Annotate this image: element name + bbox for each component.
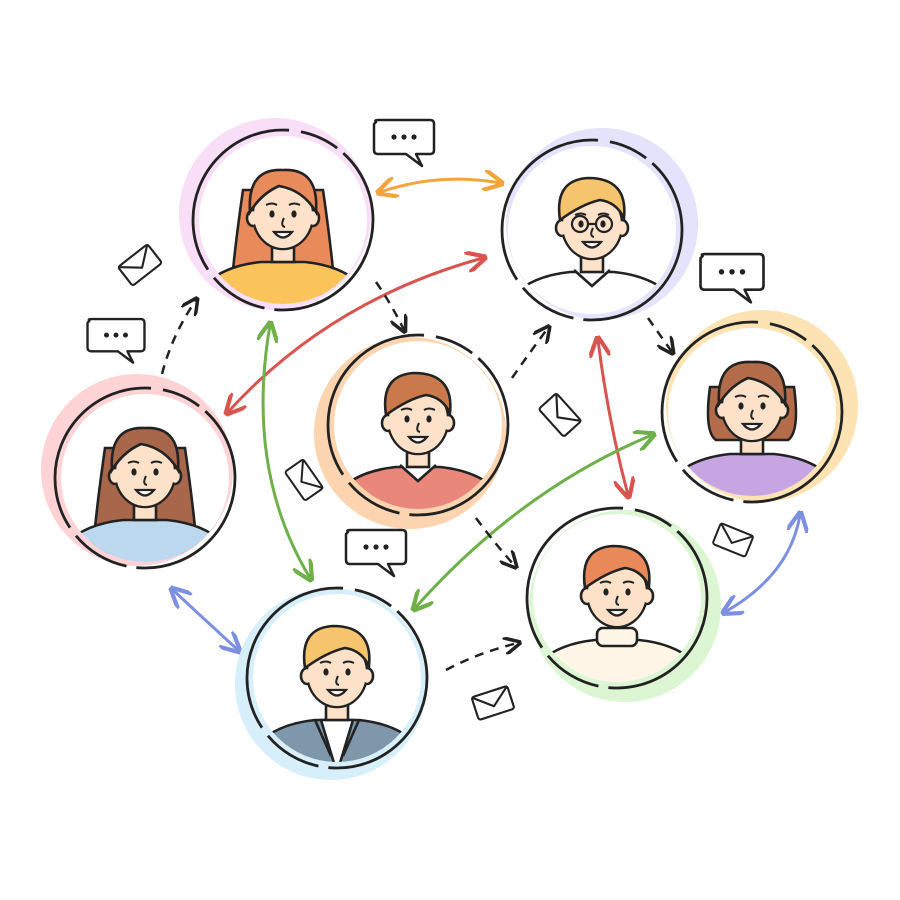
avatar-ring [191, 128, 375, 312]
arrow-dashed-1 [160, 300, 196, 375]
arrow-blue-left [173, 590, 238, 650]
arrow-green-left [263, 325, 310, 578]
envelope-icon [711, 522, 755, 558]
arrow-dashed-5 [474, 517, 515, 566]
avatar-man-turtleneck [525, 506, 721, 702]
envelope-icon [537, 392, 583, 438]
hair [582, 544, 651, 591]
avatar-ring [660, 320, 844, 504]
connection-arrows [160, 179, 800, 672]
envelope-icon [470, 684, 516, 722]
avatar-ring [326, 333, 510, 517]
avatar-woman-bob [660, 310, 858, 504]
envelope-icon [283, 458, 325, 502]
arrow-green-right [415, 435, 652, 608]
chat-bubble-icon [699, 252, 765, 304]
chat-bubble-icon [86, 317, 146, 364]
arrow-dashed-3 [510, 328, 548, 379]
hair [110, 426, 180, 475]
avatar-ring [53, 386, 237, 570]
avatar-man-suit [235, 586, 429, 780]
avatar-woman-brown-hair [41, 374, 237, 570]
arrow-blue-right [725, 515, 800, 612]
arrow-dashed-4 [646, 317, 672, 352]
chat-bubble-icon [372, 118, 436, 168]
avatar-woman-red-hair [179, 118, 375, 312]
arrow-dashed-6 [445, 643, 518, 672]
avatar-group [41, 118, 858, 780]
hair [717, 360, 787, 409]
arrow-orange [380, 179, 500, 192]
chat-bubble-icon [344, 528, 408, 578]
hair [302, 624, 371, 671]
avatar-ring [245, 586, 429, 770]
avatar-man-center [314, 333, 510, 529]
avatar-ring [525, 506, 709, 690]
hair [383, 371, 452, 418]
arrow-red-right [598, 340, 628, 495]
hair [248, 168, 318, 217]
avatar-man-glasses [500, 128, 698, 322]
avatar-ring [500, 138, 684, 322]
arrow-dashed-2 [374, 281, 404, 330]
hair [557, 176, 626, 223]
arrow-red-left [228, 258, 483, 412]
envelope-icon [116, 243, 164, 287]
